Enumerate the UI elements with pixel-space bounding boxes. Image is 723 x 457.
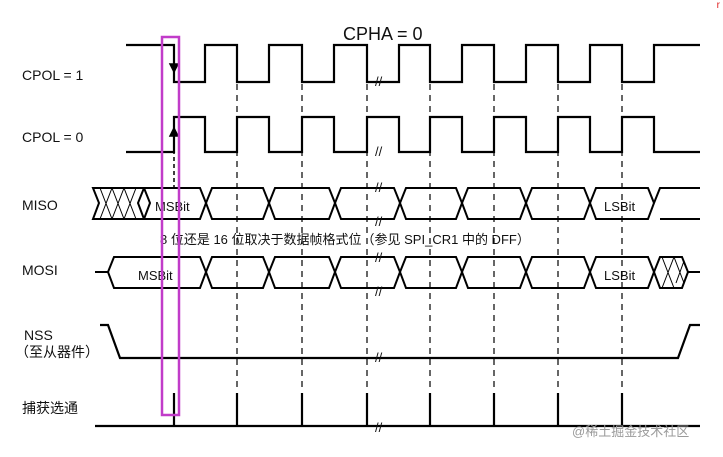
capture-pulses bbox=[172, 393, 624, 426]
break-mark: // bbox=[375, 420, 383, 435]
mosi-lsb-label: LSBit bbox=[604, 268, 635, 283]
dff-annotation: 8 位还是 16 位取决于数据帧格式位（参见 SPI_CR1 中的 DFF） bbox=[160, 232, 530, 247]
break-mark: // bbox=[375, 74, 383, 89]
break-mark: // bbox=[375, 180, 383, 195]
mosi-bit-cell bbox=[398, 256, 464, 289]
clock-cpol-1 bbox=[126, 43, 700, 84]
diagram-title: CPHA = 0 bbox=[343, 24, 423, 44]
clock-cpol-0 bbox=[126, 115, 700, 154]
arrow-up-icon bbox=[168, 126, 180, 137]
mosi-msb-label: MSBit bbox=[138, 268, 173, 283]
break-mark: // bbox=[375, 144, 383, 159]
break-mark: // bbox=[375, 284, 383, 299]
miso-bit-cell bbox=[398, 187, 464, 220]
miso-bit-cell bbox=[204, 187, 271, 220]
label-capture-strobe: 捕获选通 bbox=[22, 400, 78, 416]
watermark: @稀土掘金技术社区 bbox=[572, 424, 689, 439]
break-mark: // bbox=[375, 350, 383, 365]
arrow-down-icon bbox=[168, 63, 180, 74]
miso-bit-cell bbox=[460, 187, 528, 220]
break-mark: // bbox=[375, 250, 383, 265]
label-cpol-1: CPOL = 1 bbox=[22, 67, 84, 83]
miso-bit-cell bbox=[267, 187, 337, 220]
miso-msb-label: MSBit bbox=[155, 199, 190, 214]
label-nss: NSS bbox=[24, 327, 53, 343]
miso-bit-cell bbox=[524, 187, 592, 220]
miso-bit-cell bbox=[333, 187, 402, 220]
mosi-undefined-region bbox=[652, 256, 690, 289]
label-mosi: MOSI bbox=[22, 262, 58, 278]
miso-lsb-label: LSBit bbox=[604, 199, 635, 214]
break-mark: // bbox=[375, 214, 383, 229]
capture-strobe bbox=[95, 393, 700, 428]
first-edge-highlight-box bbox=[160, 35, 181, 417]
corner-mark: r bbox=[716, 0, 720, 11]
break-marks: // // // // // // // // bbox=[375, 74, 383, 435]
miso-bus bbox=[91, 187, 700, 220]
nss-signal bbox=[100, 323, 700, 360]
label-cpol-0: CPOL = 0 bbox=[22, 129, 84, 145]
dashed-guides bbox=[236, 84, 623, 392]
label-nss-sub: （至从器件） bbox=[15, 344, 99, 360]
mosi-bus bbox=[95, 256, 700, 289]
miso-tail bbox=[653, 187, 700, 220]
first-edge-arrows bbox=[168, 63, 180, 192]
label-miso: MISO bbox=[22, 197, 58, 213]
